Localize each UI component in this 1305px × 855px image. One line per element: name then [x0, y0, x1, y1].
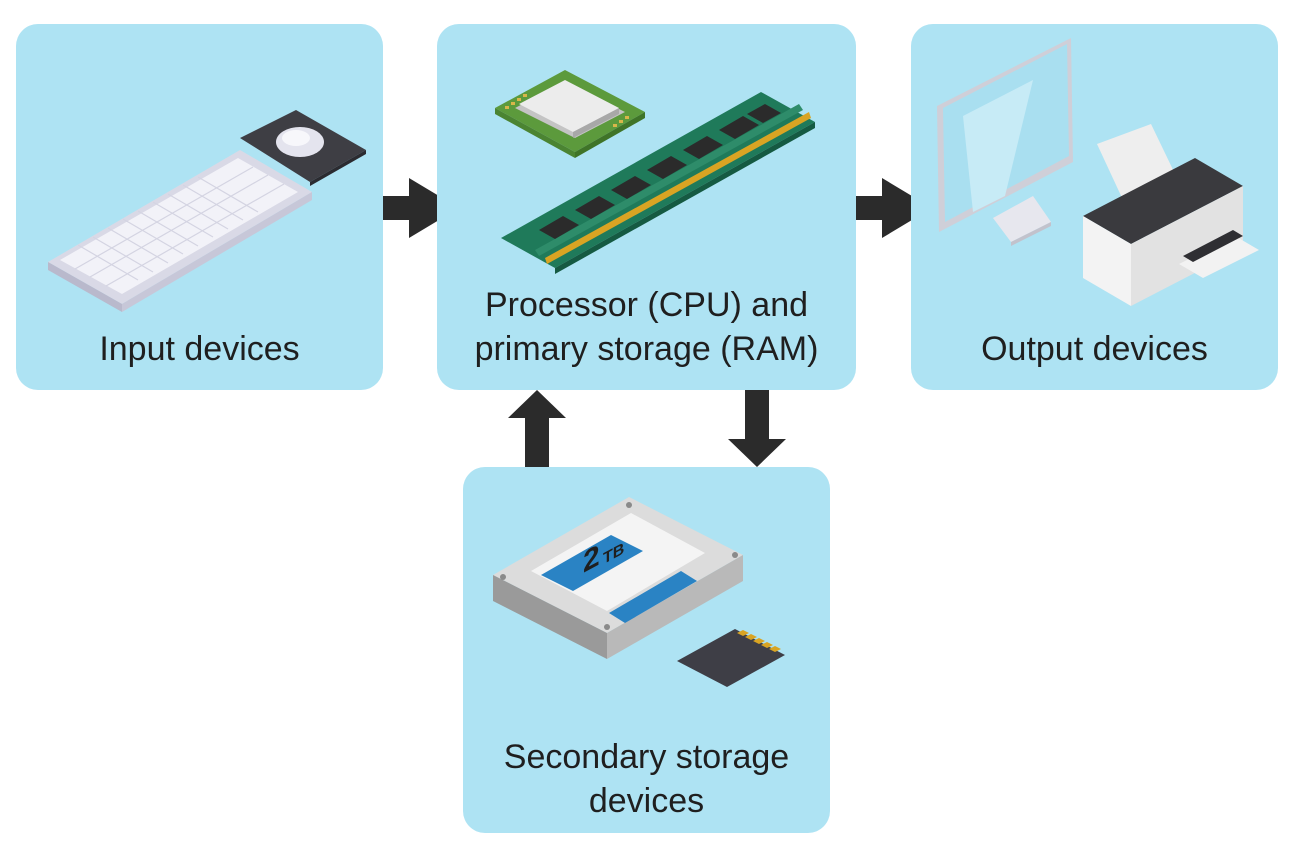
input-devices-box: Input devices: [16, 24, 383, 390]
arrow-cpu-to-output: [856, 178, 932, 238]
mouse-icon: [240, 110, 366, 186]
processor-ram-label-line-1: Processor (CPU) and: [484, 286, 809, 324]
secondary-storage-label-line-1: Secondary storage: [503, 738, 790, 776]
secondary-storage-box: 2 TB Secondary storage devices: [463, 467, 830, 833]
printer-icon: [1083, 124, 1259, 306]
input-devices-label: Input devices: [99, 330, 300, 368]
processor-and-ram-box: Processor (CPU) and primary storage (RAM…: [437, 24, 856, 390]
processor-ram-label-line-2: primary storage (RAM): [474, 330, 819, 368]
sd-card-icon: [677, 629, 785, 687]
cpu-chip-icon: [495, 70, 645, 158]
ram-module-icon: [501, 92, 815, 274]
secondary-storage-label: Secondary storage devices: [463, 735, 830, 823]
processor-ram-label: Processor (CPU) and primary storage (RAM…: [437, 283, 856, 371]
arrow-cpu-to-secondary: [728, 390, 786, 467]
output-devices-box: Output devices: [911, 24, 1278, 390]
output-devices-label: Output devices: [981, 330, 1208, 368]
arrow-input-to-cpu: [383, 178, 459, 238]
arrow-secondary-to-cpu: [508, 390, 566, 467]
monitor-icon: [937, 38, 1073, 246]
drive-capacity-text: 2: [583, 537, 600, 580]
secondary-storage-label-line-2: devices: [588, 782, 705, 820]
keyboard-icon: [48, 150, 312, 312]
hard-drive-icon: 2 TB: [493, 497, 743, 659]
